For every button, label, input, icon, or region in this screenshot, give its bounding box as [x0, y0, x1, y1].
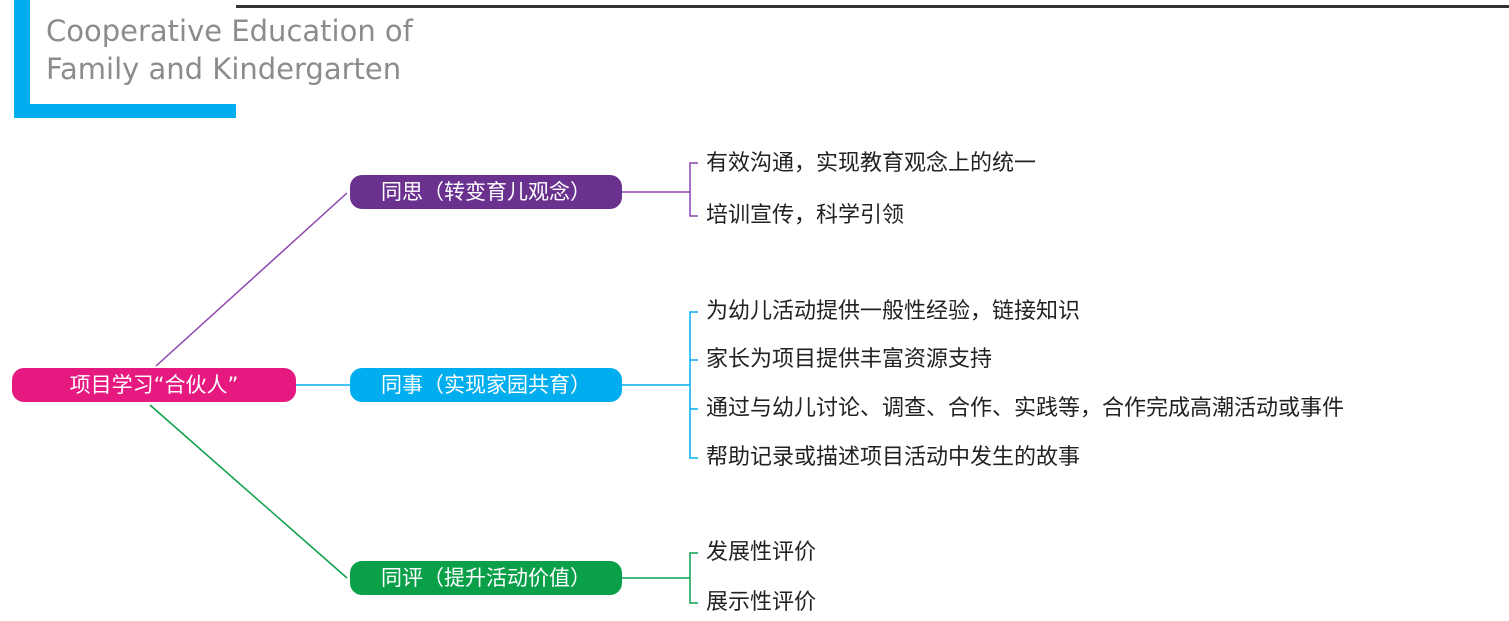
leaf-branch-2-item-3: 通过与幼儿讨论、调查、合作、实践等，合作完成高潮活动或事件: [706, 396, 1345, 421]
branch-node-1: 同思（转变育儿观念）: [350, 175, 622, 209]
root-node: 项目学习“合伙人”: [12, 368, 296, 402]
leaf-branch-2-item-1: 为幼儿活动提供一般性经验，链接知识: [706, 299, 1081, 324]
connector-branch-2-bracket: [689, 311, 698, 459]
connector-branch-1-bracket: [689, 162, 698, 217]
header-title-line-1: Cooperative Education of: [46, 14, 413, 48]
header-top-rule: [32, 5, 1509, 8]
leaf-branch-2-item-4: 帮助记录或描述项目活动中发生的故事: [706, 445, 1081, 470]
branch-node-3: 同评（提升活动价值）: [350, 561, 622, 595]
header-bracket-mask-right: [220, 0, 236, 91]
branch-node-2: 同事（实现家园共育）: [350, 368, 622, 402]
connector-root-branch-3: [149, 404, 348, 579]
header-bracket-decoration: [14, 0, 236, 118]
leaf-branch-1-item-1: 有效沟通，实现教育观念上的统一: [706, 151, 1037, 176]
leaf-branch-2-item-2: 家长为项目提供丰富资源支持: [706, 347, 993, 372]
header-title: Cooperative Education of Family and Kind…: [46, 12, 466, 88]
connector-branch-3-bracket: [689, 552, 698, 604]
leaf-branch-3-item-1: 发展性评价: [706, 540, 817, 565]
header-title-line-2: Family and Kindergarten: [46, 52, 402, 86]
leaf-branch-3-item-2: 展示性评价: [706, 590, 817, 615]
leaf-branch-1-item-2: 培训宣传，科学引领: [706, 203, 905, 228]
connector-root-branch-1: [155, 192, 348, 367]
header-bracket-mask: [30, 0, 220, 104]
